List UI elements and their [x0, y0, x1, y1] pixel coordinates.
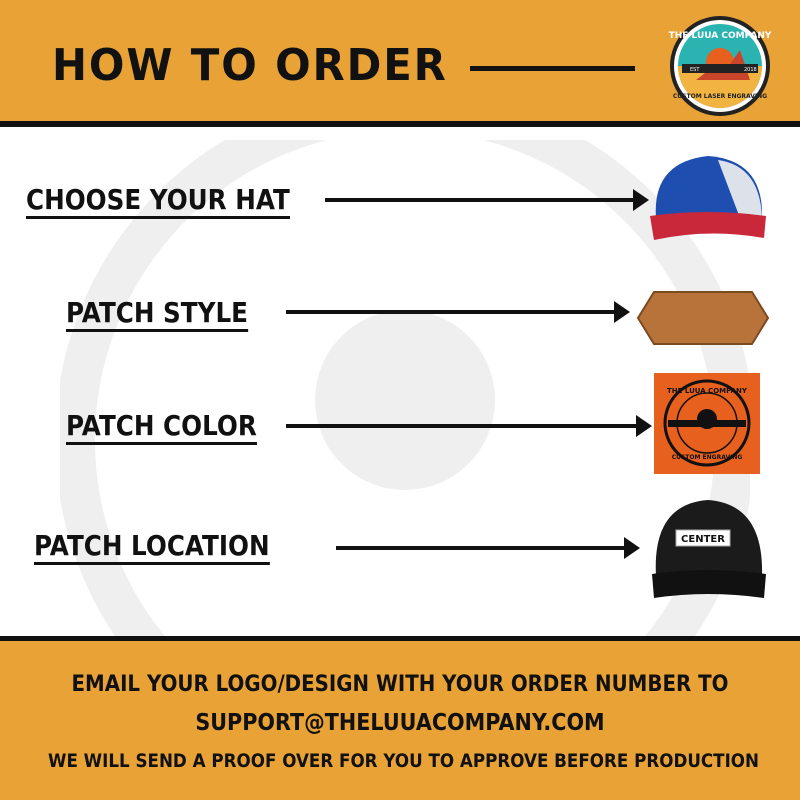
svg-text:CUSTOM LASER ENGRAVING: CUSTOM LASER ENGRAVING	[673, 93, 767, 100]
arrow-icon	[286, 301, 630, 323]
svg-text:THE LUUA COMPANY: THE LUUA COMPANY	[669, 31, 772, 41]
arrow-icon	[286, 415, 652, 437]
divider	[0, 636, 800, 642]
company-logo: THE LUUA COMPANY EST 2018 CUSTOM LASER E…	[669, 16, 772, 116]
title-underline	[470, 66, 635, 71]
svg-text:EST: EST	[690, 67, 700, 73]
tan-patch-image	[636, 291, 770, 345]
black-hat-image: CENTER	[652, 500, 766, 598]
header-band	[0, 0, 800, 121]
step-patch-style: PATCH STYLE	[66, 297, 248, 332]
svg-text:THE LUUA COMPANY: THE LUUA COMPANY	[667, 387, 748, 395]
divider	[0, 121, 800, 127]
svg-text:CUSTOM ENGRAVING: CUSTOM ENGRAVING	[672, 454, 743, 461]
blue-hat-image	[650, 156, 766, 240]
page-title: HOW TO ORDER	[52, 40, 448, 91]
arrow-icon	[325, 189, 649, 211]
support-email-link[interactable]: SUPPORT@THELUUACOMPANY.COM	[195, 710, 605, 736]
footer-instruction: EMAIL YOUR LOGO/DESIGN WITH YOUR ORDER N…	[71, 672, 729, 697]
step-patch-color: PATCH COLOR	[66, 410, 257, 445]
svg-text:CENTER: CENTER	[681, 534, 725, 545]
orange-patch-image: THE LUUA COMPANY CUSTOM ENGRAVING	[654, 373, 760, 474]
footer-band	[0, 641, 800, 800]
step-choose-hat: CHOOSE YOUR HAT	[26, 184, 290, 219]
svg-text:2018: 2018	[744, 67, 757, 73]
step-patch-location: PATCH LOCATION	[34, 530, 270, 565]
arrow-icon	[336, 537, 640, 559]
footer-proof-note: WE WILL SEND A PROOF OVER FOR YOU TO APP…	[48, 750, 760, 772]
